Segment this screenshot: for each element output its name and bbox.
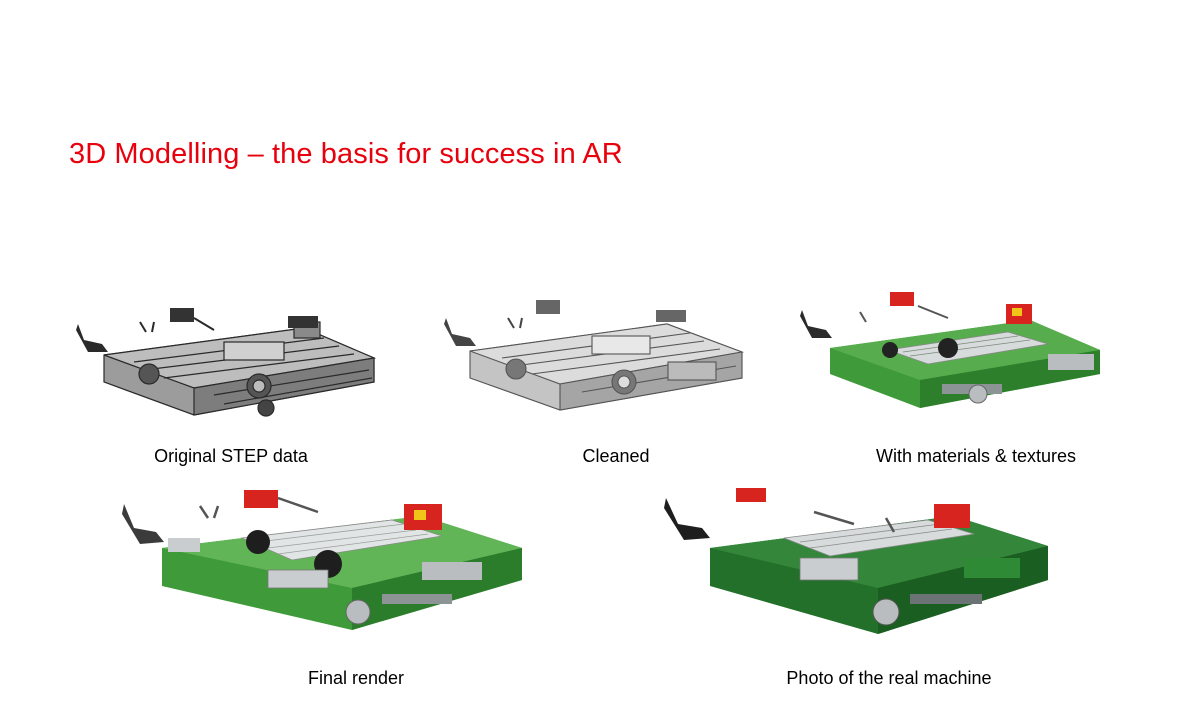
- caption-final-render: Final render: [307, 668, 405, 688]
- machine-wireframe-light-image: [444, 300, 745, 411]
- caption-original-step: Original STEP data: [154, 446, 308, 466]
- figure-original-step: [74, 300, 386, 425]
- figure-final-render: [122, 482, 528, 638]
- machine-wireframe-dark-image: [76, 308, 377, 417]
- figure-real-photo: [664, 484, 1054, 644]
- caption-cleaned: Cleaned: [582, 446, 650, 466]
- machine-textured-image: [800, 292, 1100, 408]
- slide-title: 3D Modelling – the basis for success in …: [69, 138, 623, 170]
- machine-render-image: [122, 490, 522, 630]
- figure-textured: [798, 290, 1110, 416]
- machine-photo-image: [664, 488, 1048, 634]
- figure-cleaned: [442, 296, 748, 420]
- caption-textured: With materials & textures: [875, 446, 1077, 466]
- caption-real-photo: Photo of the real machine: [786, 668, 992, 688]
